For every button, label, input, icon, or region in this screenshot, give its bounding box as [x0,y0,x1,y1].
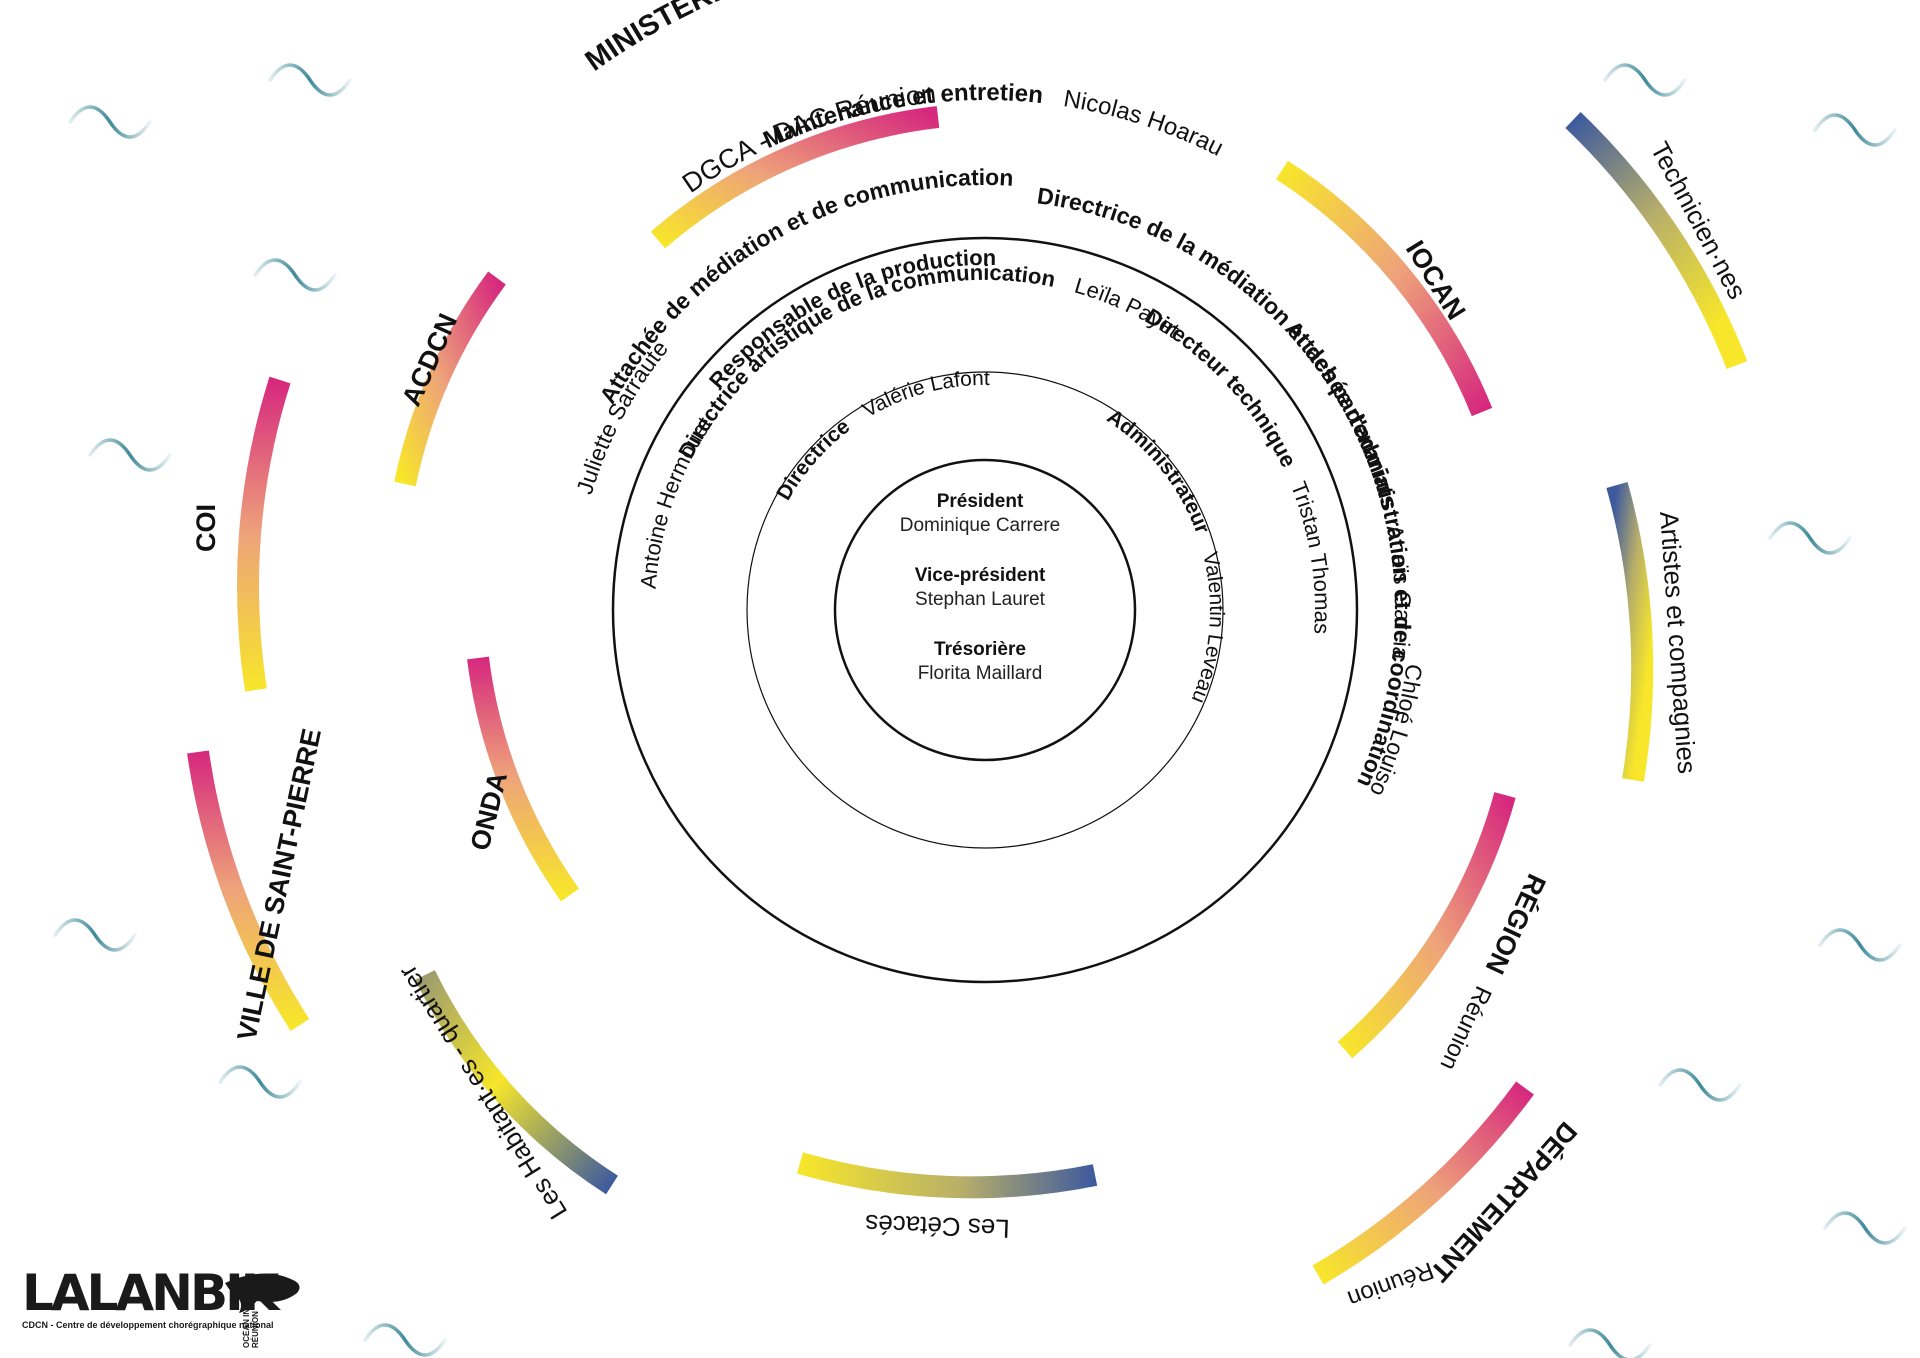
decorative-waves [53,63,1907,1358]
wave-icon [88,438,172,472]
svg-text:Artistes et compagnies: Artistes et compagnies [1654,510,1702,774]
wave-icon [1818,928,1902,962]
logo-vertical: OCÉAN INDIEN LA RÉUNION [242,1277,260,1348]
arc-coi [237,376,291,692]
arc-cetaces [796,1152,1098,1199]
label-departement-sub: Réunion [1344,1256,1437,1312]
svg-text:Réunion: Réunion [1344,1256,1437,1312]
wave-icon [268,63,352,97]
svg-text:Directrice Valérie Lafon: Directrice Valérie Lafont [772,367,990,504]
arc-departement [1312,1081,1534,1285]
wave-icon [1768,521,1852,555]
label-ministere: MINISTÈRE DE LA CULTURE [580,0,964,78]
center-role-1: Président [936,491,1024,512]
logo-subtitle: CDCN - Centre de développement chorégrap… [22,1320,274,1330]
center-role-2: Vice-président [914,565,1046,586]
inner-left-name: Valérie Lafont [859,367,990,422]
label-departement: DÉPARTEMENT [1424,1116,1584,1288]
svg-text:Les Cétacés: Les Cétacés [865,1209,1010,1244]
wave-icon [363,1323,447,1357]
inner-ring [746,371,1224,849]
logo-mark: LALANBIK [22,1264,279,1322]
wave-icon [218,1065,302,1099]
wave-icon [68,105,152,139]
center-role-3: Trésorière [934,639,1026,660]
mid-left-name: Antoine Hermouet [636,412,717,589]
arc-artistes [1606,482,1654,782]
arc-iocan [1276,160,1493,417]
wave-icon [53,918,137,952]
wave-icon [1813,113,1897,147]
wave-icon [1823,1211,1907,1245]
svg-text:ONDA: ONDA [465,769,513,853]
label-artistes: Artistes et compagnies [1654,510,1702,774]
outer-top-name: Nicolas Hoarau [1062,85,1228,162]
center-name-3: Florita Maillard [917,663,1043,684]
arc-habitants [415,970,618,1195]
svg-text:Les Habitant·es - quartier: Les Habitant·es - quartier [392,960,573,1225]
svg-text:Attachée d'administration et d: Attachée d'administration et de coordina… [1280,315,1416,791]
center-name-1: Dominique Carrere [899,515,1061,536]
svg-text:DÉPARTEMENT: DÉPARTEMENT [1424,1116,1584,1288]
wave-icon [253,258,337,292]
svg-text:COI: COI [191,504,221,552]
middle-ring [611,236,1359,984]
arc-ville [187,750,310,1031]
arc-region [1337,792,1516,1059]
arc-ministere [650,106,940,249]
outer-right-role: Attachée d'administration et de coordina… [1280,315,1416,791]
svg-text:MINISTÈRE DE LA CULTURE: MINISTÈRE DE LA CULTURE [580,0,964,78]
svg-text:Antoine Hermouet: Antoine Hermouet [636,412,717,589]
wave-icon [1658,1068,1742,1102]
label-region-sub: Réunion [1434,982,1496,1074]
arc-onda [467,656,579,902]
mid-right-name: Tristan Thomas [1286,478,1335,635]
label-cetaces: Les Cétacés [865,1209,1010,1244]
wave-icon [1568,1328,1652,1358]
label-habitants: Les Habitant·es - quartier [392,960,573,1225]
whale-icon [225,1273,300,1313]
lalanbik-logo: LALANBIK CDCN - Centre de développement … [22,1268,312,1348]
arc-techniciens [1565,112,1748,369]
center-ring [833,458,1137,762]
arc-acdcn [394,271,506,487]
label-coi: COI [191,504,221,552]
center-roles: Président Dominique Carrere Vice-préside… [830,490,1130,712]
center-name-2: Stephan Lauret [915,589,1045,610]
label-onda: ONDA [465,769,513,853]
label-region: RÉGION [1480,869,1553,979]
wave-icon [1603,63,1687,97]
